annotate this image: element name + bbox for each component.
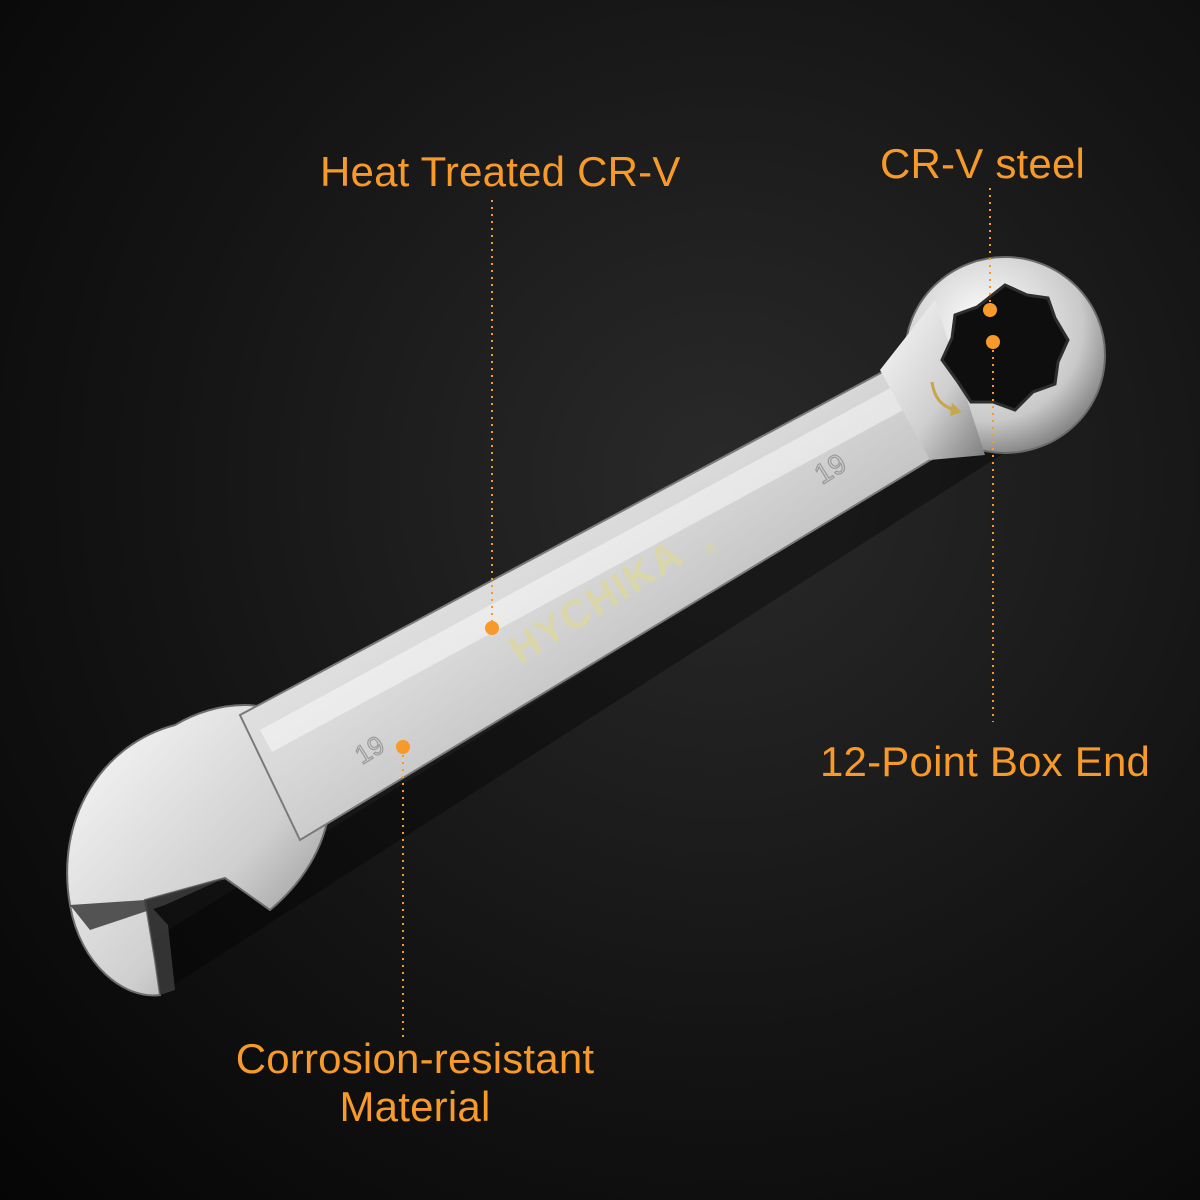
- twelve-point-opening: [940, 283, 1070, 412]
- box-end-neck: [880, 300, 985, 460]
- heat-treated-dot: [485, 621, 499, 635]
- corrosion-label-line1: Corrosion-resistant: [235, 1035, 595, 1082]
- crv-steel-label: CR-V steel: [880, 140, 1086, 187]
- box-end-dot: [986, 335, 1000, 349]
- callout-lines: [402, 188, 994, 1040]
- crv-steel-dot: [983, 303, 997, 317]
- open-end-jaw: [70, 878, 225, 995]
- corrosion-label: Corrosion-resistant Material: [230, 1035, 600, 1132]
- ratchet-arrowhead-icon: [950, 403, 962, 416]
- callout-dots: [396, 303, 1000, 754]
- corrosion-dot: [396, 740, 410, 754]
- registered-mark: ®: [705, 540, 716, 556]
- corrosion-label-line2: Material: [339, 1083, 491, 1131]
- shaft-highlight: [260, 380, 918, 752]
- wrench-shadow: [120, 400, 1040, 1000]
- box-end-label: 12-Point Box End: [820, 738, 1151, 785]
- heat-treated-label: Heat Treated CR-V: [320, 148, 681, 195]
